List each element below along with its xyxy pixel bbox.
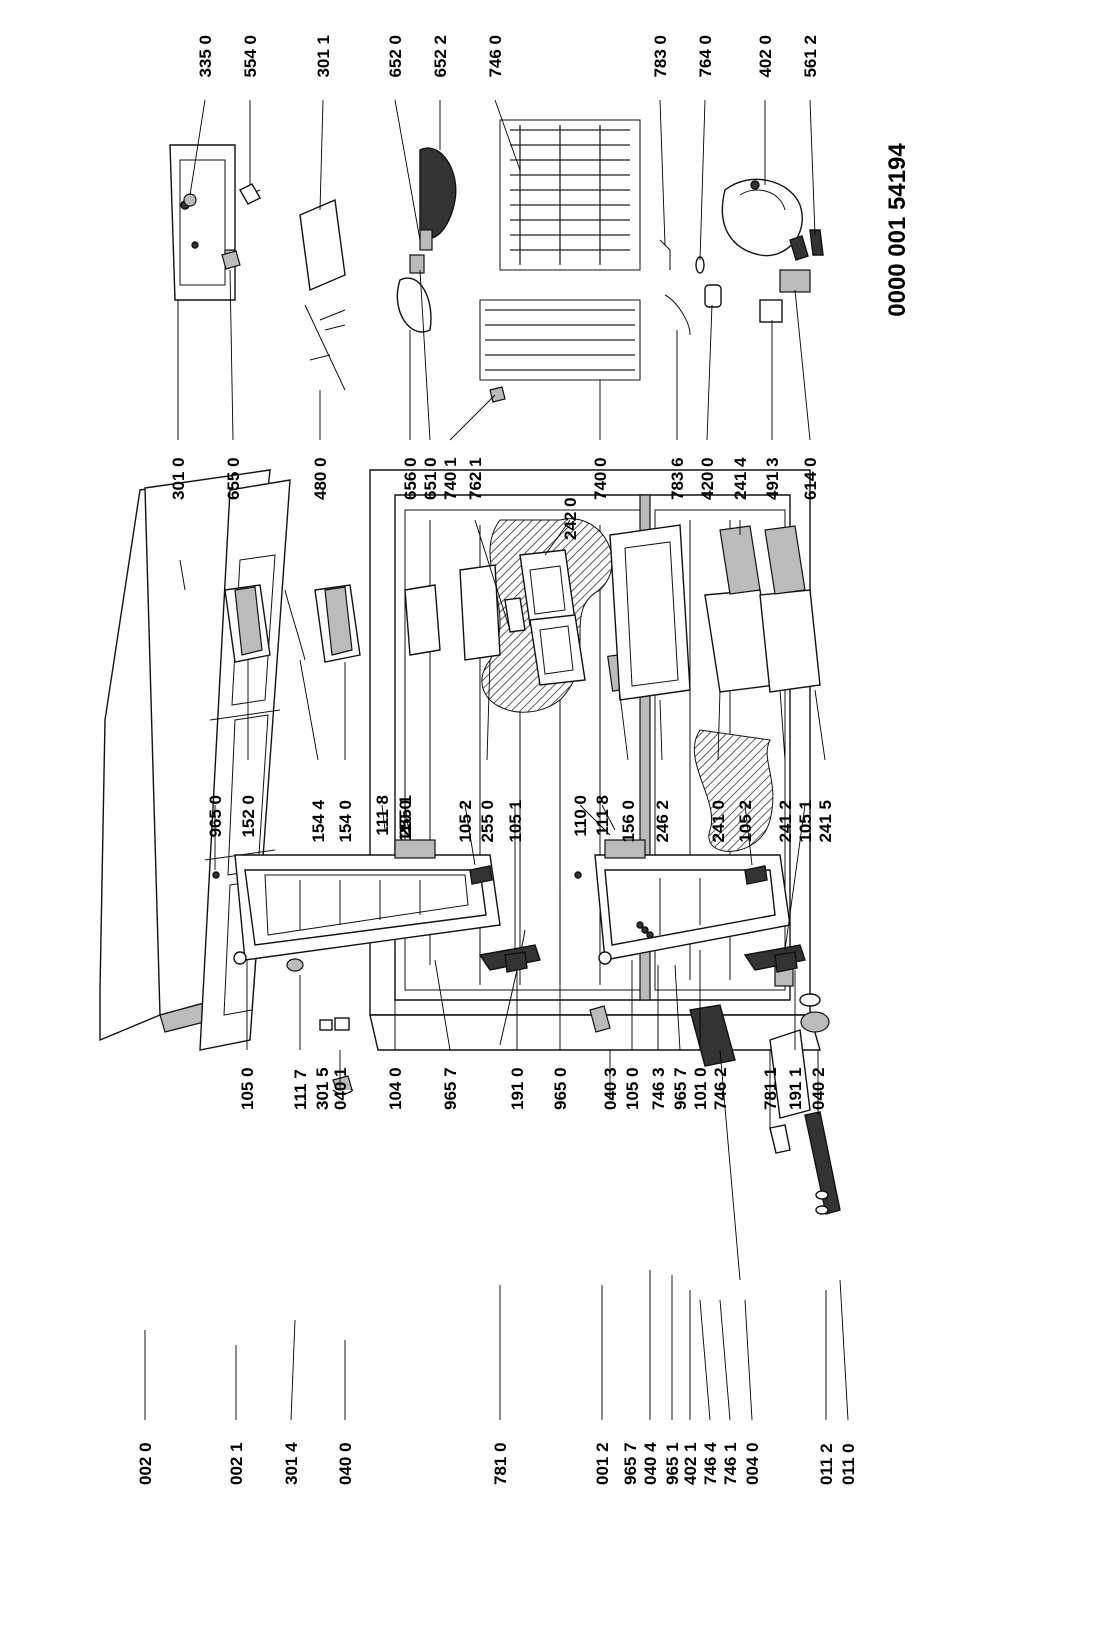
part-number-label: 002 0 — [136, 1442, 155, 1485]
part-number-label: 402 0 — [756, 35, 775, 78]
part-number-label: 105 0 — [238, 1067, 257, 1110]
part-number-label: 111 8 — [593, 795, 612, 836]
part-number-label: 110 0 — [396, 800, 415, 842]
part-number-label: 652 0 — [386, 35, 405, 78]
door-balcony-parts — [224, 584, 361, 663]
part-number-label: 561 2 — [801, 35, 820, 78]
part-number-label: 965 7 — [671, 1067, 690, 1110]
part-number-label: 301 0 — [169, 457, 188, 500]
part-number-label: 614 0 — [801, 457, 820, 500]
part-number-label: 105 1 — [506, 800, 525, 843]
part-number-label: 965 7 — [621, 1442, 640, 1485]
leader-lines — [144, 99, 849, 1421]
part-number-label: 040 4 — [641, 1442, 660, 1485]
part-number-label: 746 1 — [721, 1442, 740, 1485]
part-number-label: 241 2 — [776, 800, 795, 843]
wiring-harness-part — [304, 304, 346, 391]
condenser-coil-part — [499, 119, 641, 271]
part-number-label: 105 0 — [623, 1067, 642, 1110]
part-number-label: 002 1 — [227, 1442, 246, 1485]
part-number-label: 301 5 — [313, 1067, 332, 1110]
part-number-label: 651 0 — [421, 457, 440, 500]
part-number-label: 111 7 — [291, 1069, 310, 1110]
glass-shelf-parts — [404, 564, 526, 661]
part-number-label: 101 0 — [691, 1067, 710, 1110]
upper-door-part — [233, 854, 501, 972]
part-number-label: 242 0 — [561, 497, 580, 540]
part-number-label: 965 0 — [551, 1067, 570, 1110]
part-number-label: 152 0 — [239, 795, 258, 838]
part-number-label: 241 4 — [731, 457, 750, 500]
part-number-label: 764 0 — [696, 35, 715, 78]
part-number-label: 255 1 — [396, 795, 415, 838]
lower-door-part — [594, 854, 791, 965]
part-number-label: 965 1 — [663, 1442, 682, 1485]
part-number-label: 301 4 — [282, 1442, 301, 1485]
part-number-label: 656 0 — [401, 457, 420, 500]
part-number-label: 011 0 — [839, 1443, 858, 1485]
part-number-label: 110 0 — [571, 795, 590, 837]
part-number-label: 480 0 — [311, 457, 330, 500]
part-number-label: 255 0 — [478, 800, 497, 843]
part-number-label: 241 0 — [709, 800, 728, 843]
crisper-drawer-parts — [519, 549, 586, 686]
part-number-label: 001 2 — [593, 1442, 612, 1485]
part-number-label: 111 8 — [373, 795, 392, 836]
part-number-label: 781 1 — [761, 1067, 780, 1110]
part-number-label: 105 2 — [456, 800, 475, 843]
part-number-label: 105 2 — [736, 800, 755, 843]
part-number-label: 783 6 — [668, 457, 687, 500]
part-number-label: 191 1 — [786, 1067, 805, 1110]
part-number-label: 154 4 — [309, 799, 328, 842]
part-number-label: 746 0 — [486, 35, 505, 78]
part-number-label: 040 3 — [601, 1067, 620, 1110]
part-number-label: 420 0 — [698, 457, 717, 500]
part-number-label: 783 0 — [651, 35, 670, 78]
part-number-label: 746 3 — [649, 1067, 668, 1110]
lower-hinge-parts — [769, 1111, 841, 1215]
part-number-label: 011 2 — [817, 1443, 836, 1485]
cover-plate-part — [299, 198, 346, 292]
part-number-label: 191 0 — [508, 1067, 527, 1110]
drain-tube-part — [499, 929, 611, 1046]
control-panel-strip-part — [169, 144, 261, 301]
part-number-label: 246 2 — [653, 800, 672, 843]
freezer-drawer-parts — [704, 525, 821, 693]
part-number-label: 554 0 — [241, 35, 260, 78]
compressor-parts — [721, 178, 824, 323]
evaporator-coil-part — [479, 299, 641, 403]
part-number-label: 965 0 — [206, 795, 225, 838]
part-number-label: 040 0 — [336, 1442, 355, 1485]
part-number-label: 241 5 — [816, 800, 835, 843]
door-handle-parts — [212, 839, 798, 973]
part-number-label: 965 7 — [441, 1067, 460, 1110]
part-number-label: 740 0 — [591, 457, 610, 500]
part-number-label: 004 0 — [743, 1442, 762, 1485]
lamp-assembly-parts — [396, 147, 457, 333]
part-number-label: 746 2 — [711, 1067, 730, 1110]
part-number-label: 040 1 — [331, 1067, 350, 1110]
part-number-label: 105 1 — [796, 800, 815, 843]
part-number-label: 301 1 — [314, 35, 333, 78]
part-number-label: 746 4 — [701, 1442, 720, 1485]
part-number-label: 154 0 — [336, 800, 355, 843]
part-number-label: 335 0 — [196, 35, 215, 78]
part-number-label: 655 0 — [224, 457, 243, 500]
part-number-label: 491 3 — [763, 457, 782, 500]
part-number-label: 740 1 — [441, 457, 460, 500]
small-hinge-parts — [319, 1017, 354, 1095]
document-number: 0000 001 54194 — [884, 143, 911, 317]
part-number-label: 104 0 — [386, 1067, 405, 1110]
part-number-label: 156 0 — [619, 800, 638, 843]
part-number-label: 652 2 — [431, 35, 450, 78]
thermostat-small-parts — [183, 183, 261, 270]
freezer-shelf-parts — [607, 524, 691, 701]
part-number-label: 781 0 — [491, 1442, 510, 1485]
part-number-label: 762 1 — [466, 457, 485, 500]
part-number-label: 040 2 — [809, 1067, 828, 1110]
part-number-label: 402 1 — [681, 1442, 700, 1485]
